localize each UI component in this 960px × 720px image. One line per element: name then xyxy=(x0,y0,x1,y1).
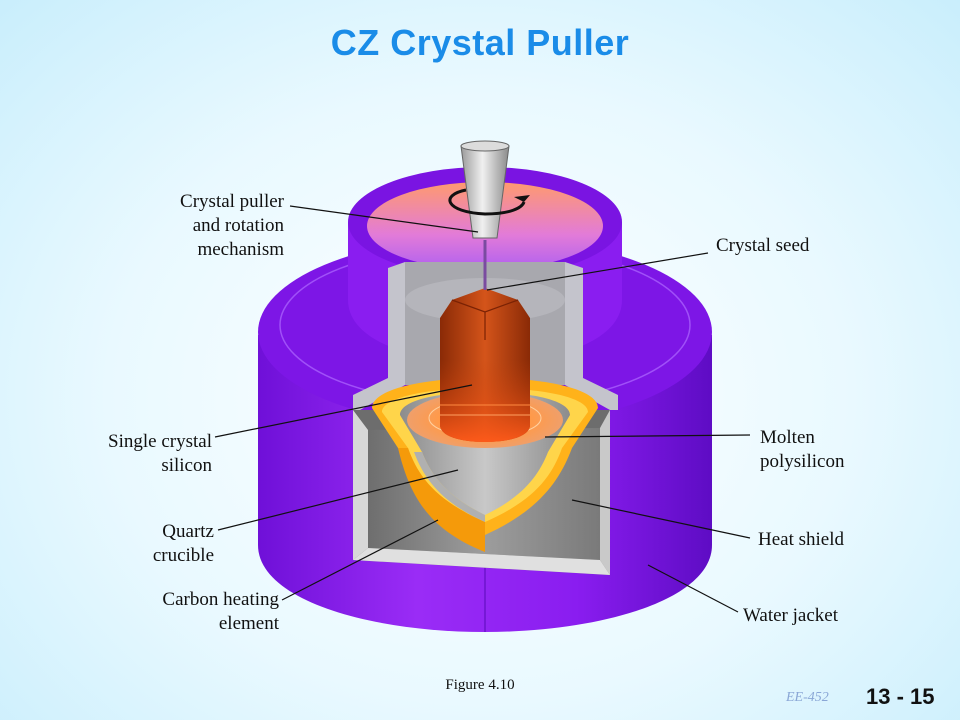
leader-crystal-puller xyxy=(289,205,479,233)
leader-crystal-seed xyxy=(486,252,709,291)
leader-molten xyxy=(544,434,751,438)
label-quartz-crucible: Quartz crucible xyxy=(152,521,214,566)
label-heat-shield: Heat shield xyxy=(758,529,845,550)
crystal-puller-mechanism xyxy=(448,140,530,239)
slide-number: 13 - 15 xyxy=(866,684,935,709)
leader-quartz xyxy=(217,469,459,531)
slide-title: CZ Crystal Puller xyxy=(330,22,630,63)
leader-lines xyxy=(214,205,751,613)
leader-carbon xyxy=(281,519,439,601)
label-crystal-seed: Crystal seed xyxy=(716,235,810,256)
leader-heat-shield xyxy=(571,499,751,539)
leader-water-jacket xyxy=(647,564,739,613)
label-water-jacket: Water jacket xyxy=(743,605,838,626)
figure-caption: Figure 4.10 xyxy=(445,677,515,693)
single-crystal-ingot xyxy=(440,288,530,442)
label-crystal-puller: Crystal puller and rotation mechanism xyxy=(180,191,284,260)
leader-single-crystal xyxy=(214,384,473,438)
label-molten-polysilicon: Molten polysilicon xyxy=(760,427,845,472)
label-carbon-heating: Carbon heating element xyxy=(162,589,279,634)
course-code: EE-452 xyxy=(786,690,829,705)
label-single-crystal: Single crystal silicon xyxy=(108,431,212,476)
